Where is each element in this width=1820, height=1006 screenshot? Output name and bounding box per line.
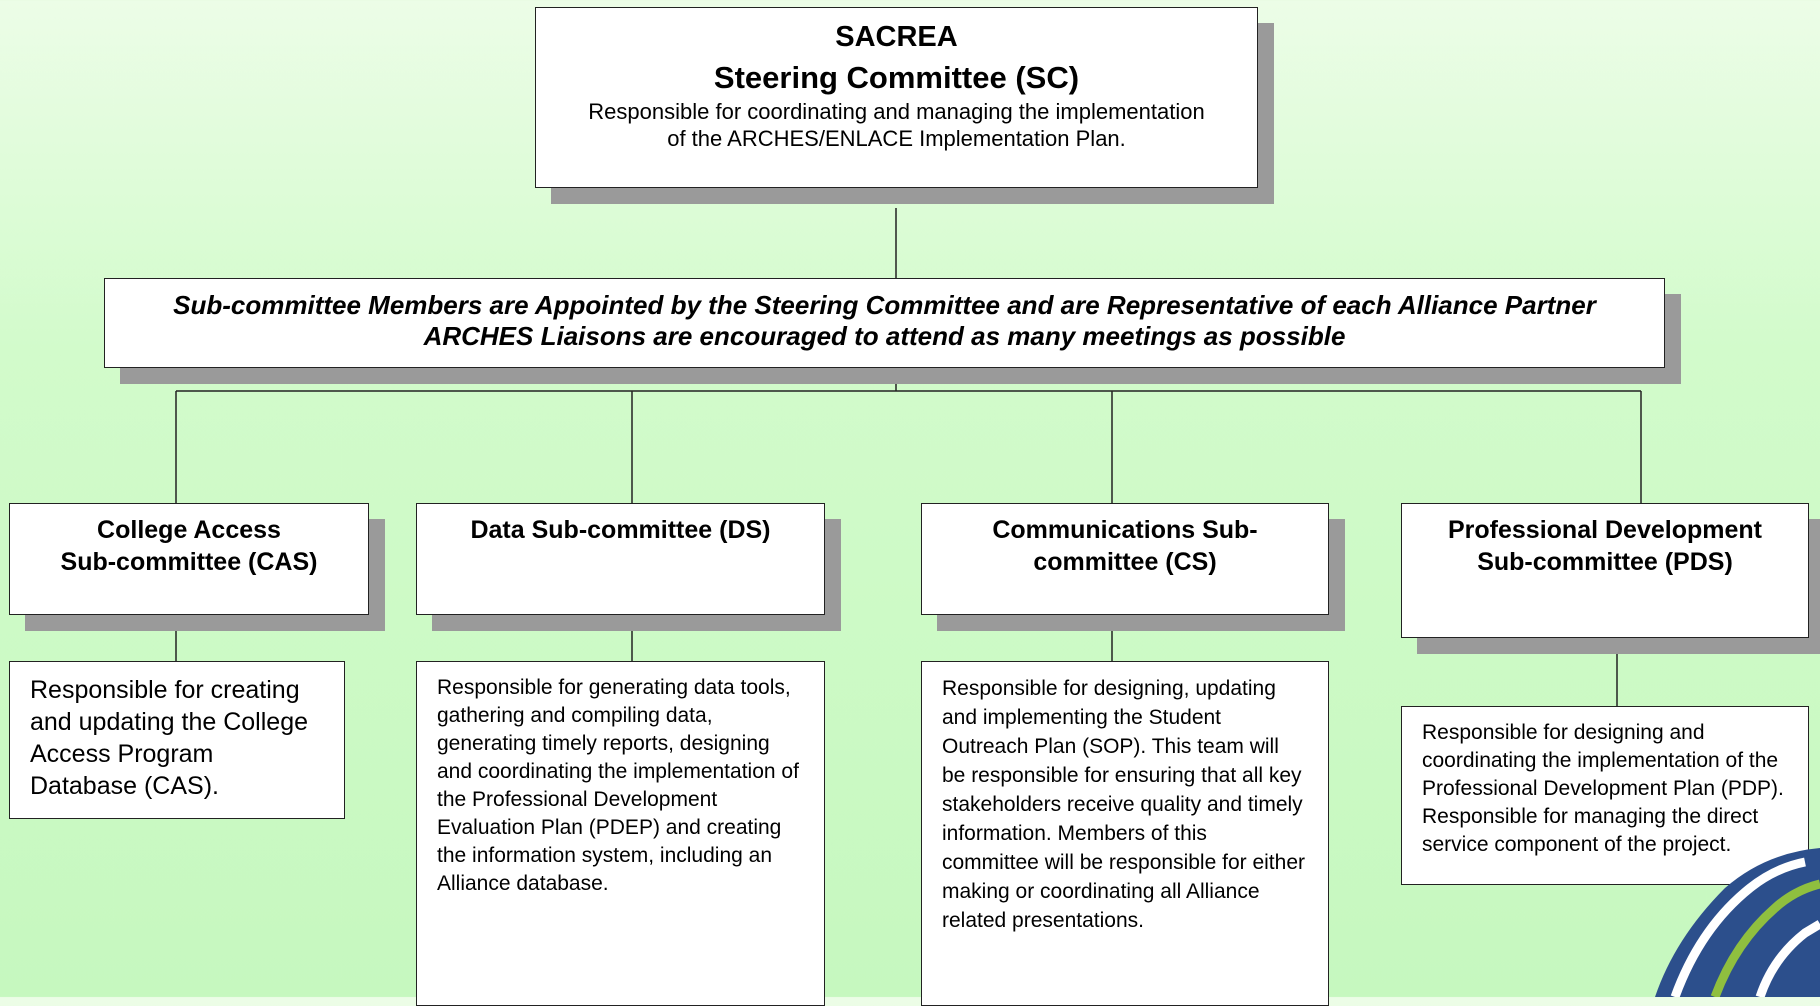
subcommittee-pds-title-line2: Sub-committee (PDS) xyxy=(1477,548,1733,576)
steering-committee-box: SACREA Steering Committee (SC) Responsib… xyxy=(535,7,1258,188)
subcommittee-cs-box: Communications Sub- committee (CS) xyxy=(921,503,1329,615)
subcommittee-pds-description-box: Responsible for designing and coordinati… xyxy=(1401,706,1809,885)
subcommittee-cs-title-line1: Communications Sub- xyxy=(992,516,1258,544)
membership-note-box: Sub-committee Members are Appointed by t… xyxy=(104,278,1665,368)
subcommittee-cas-title-line2: Sub-committee (CAS) xyxy=(60,548,318,576)
subcommittee-cas-box: College Access Sub-committee (CAS) xyxy=(9,503,369,615)
subcommittee-pds-title-line1: Professional Development xyxy=(1448,516,1762,544)
subcommittee-cs-description-box: Responsible for designing, updating and … xyxy=(921,661,1329,1006)
subcommittee-ds-description-box: Responsible for generating data tools, g… xyxy=(416,661,825,1006)
subcommittee-ds-box: Data Sub-committee (DS) xyxy=(416,503,825,615)
subcommittee-pds-description: Responsible for designing and coordinati… xyxy=(1422,721,1784,856)
subcommittee-cas-title-line1: College Access xyxy=(97,516,281,544)
subcommittee-cs-title-line2: committee (CS) xyxy=(1033,548,1217,576)
subcommittee-ds-description: Responsible for generating data tools, g… xyxy=(437,676,799,895)
steering-title-committee: Steering Committee (SC) xyxy=(713,60,1080,95)
subcommittee-cs-description: Responsible for designing, updating and … xyxy=(942,677,1305,932)
steering-desc-line2: of the ARCHES/ENLACE Implementation Plan… xyxy=(667,126,1126,151)
membership-note-line2: ARCHES Liaisons are encouraged to attend… xyxy=(423,321,1346,351)
subcommittee-cas-description: Responsible for creating and updating th… xyxy=(30,676,309,800)
steering-desc-line1: Responsible for coordinating and managin… xyxy=(588,99,1205,124)
membership-note-line1: Sub-committee Members are Appointed by t… xyxy=(173,290,1596,320)
alliance-logo xyxy=(1655,848,1820,997)
subcommittee-cas-description-box: Responsible for creating and updating th… xyxy=(9,661,345,819)
steering-title-org: SACREA xyxy=(835,21,958,53)
subcommittee-pds-box: Professional Development Sub-committee (… xyxy=(1401,503,1809,638)
subcommittee-ds-title-line1: Data Sub-committee (DS) xyxy=(470,516,771,544)
